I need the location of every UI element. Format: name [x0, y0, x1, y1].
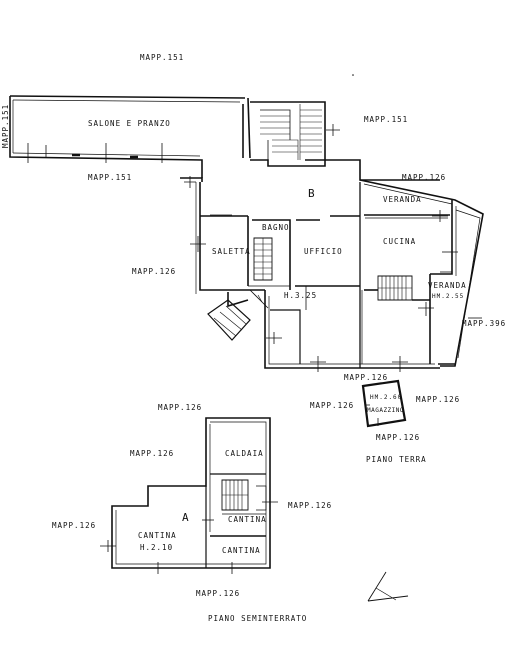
- height-label: HM.2.60: [370, 394, 403, 401]
- room-label-veranda-side: VERANDA: [428, 281, 467, 290]
- neighbour-label: MAPP.126: [416, 395, 461, 404]
- neighbour-label: MAPP.396: [462, 319, 507, 328]
- room-label-ufficio: UFFICIO: [304, 247, 343, 256]
- block-b-walls: [180, 159, 440, 369]
- room-label-cantina-bottom: CANTINA: [222, 546, 261, 555]
- oriel-stair: [207, 289, 269, 341]
- neighbour-label: MAPP.126: [344, 373, 389, 382]
- neighbour-label: MAPP.126: [196, 589, 241, 598]
- magazzino-box: [361, 379, 407, 428]
- salone-walls: [9, 95, 251, 178]
- room-label-magazzino: MAGAZZINO: [367, 407, 405, 414]
- neighbour-label: MAPP.126: [310, 401, 355, 410]
- upper-stair: [250, 101, 326, 161]
- neighbour-label: MAPP.126: [52, 521, 97, 530]
- room-label-salone: SALONE E PRANZO: [88, 119, 171, 128]
- neighbour-label: MAPP.126: [158, 403, 203, 412]
- room-label-cantina: CANTINA: [138, 531, 177, 540]
- cucina-stair: [377, 275, 413, 301]
- floor-title-ground: PIANO TERRA: [366, 455, 427, 464]
- room-label-bagno: BAGNO: [262, 223, 290, 232]
- neighbour-label: MAPP.126: [402, 173, 447, 182]
- neighbour-label: MAPP.151: [1, 103, 10, 148]
- room-label-caldaia: CALDAIA: [225, 449, 264, 458]
- neighbour-label: MAPP.151: [364, 115, 409, 124]
- unit-label-b: B: [308, 187, 315, 200]
- basement-walls: [100, 417, 278, 574]
- window-ticks: [184, 124, 482, 372]
- room-label-saletta: SALETTA: [212, 247, 251, 256]
- height-label: HM.2.55: [432, 293, 465, 300]
- bagno-stair: [253, 237, 273, 281]
- unit-label-a: A: [182, 511, 189, 524]
- room-label-veranda: VERANDA: [383, 195, 422, 204]
- room-label-cucina: CUCINA: [383, 237, 417, 246]
- neighbour-label: MAPP.126: [130, 449, 175, 458]
- north-arrow: [367, 571, 409, 602]
- neighbour-label: MAPP.151: [140, 53, 185, 62]
- neighbour-label: MAPP.126: [376, 433, 421, 442]
- height-label: H.3.25: [284, 291, 318, 300]
- room-label-cantina-stair: CANTINA: [228, 515, 267, 524]
- veranda-walls: [359, 179, 484, 367]
- neighbour-label: MAPP.151: [88, 173, 133, 182]
- neighbour-label: MAPP.126: [288, 501, 333, 510]
- height-label: H.2.10: [140, 543, 174, 552]
- neighbour-label: MAPP.126: [132, 267, 177, 276]
- floor-title-basement: PIANO SEMINTERRATO: [208, 614, 308, 623]
